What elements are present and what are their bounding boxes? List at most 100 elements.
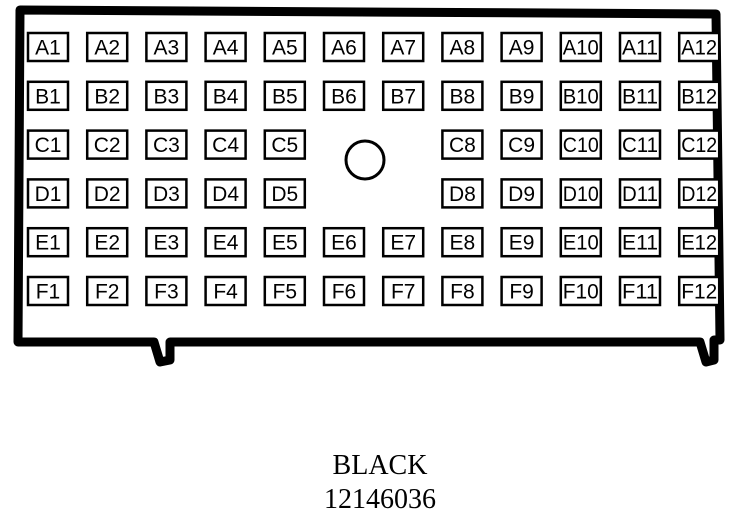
pin-box <box>500 80 543 112</box>
pin-box <box>204 129 247 160</box>
pin-a7: A7 <box>381 31 425 63</box>
pin-box <box>618 31 662 63</box>
pin-e10: E10 <box>559 226 603 258</box>
pin-label: B11 <box>622 85 658 108</box>
pin-label: D12 <box>681 183 717 206</box>
pin-label: F9 <box>509 281 534 304</box>
pin-f2: F2 <box>85 275 129 307</box>
pin-label: C9 <box>508 134 535 157</box>
pin-c3: C3 <box>145 129 188 160</box>
pin-box <box>441 129 484 160</box>
pin-label: A1 <box>35 37 61 60</box>
pin-box <box>618 129 662 160</box>
pin-box <box>381 226 425 258</box>
pin-d8: D8 <box>441 178 484 209</box>
pin-c1: C1 <box>26 129 70 160</box>
pin-box <box>85 129 129 160</box>
pin-label: A5 <box>272 37 298 60</box>
pin-a9: A9 <box>500 31 543 63</box>
pin-label: A6 <box>331 37 357 60</box>
pin-box <box>441 31 484 63</box>
pin-label: E1 <box>35 232 61 255</box>
pin-label: B9 <box>509 85 535 108</box>
pin-box <box>204 226 247 258</box>
pin-box <box>381 31 425 63</box>
pin-c10: C10 <box>559 129 603 160</box>
pin-label: F7 <box>391 281 416 304</box>
pin-box <box>145 178 188 209</box>
pin-label: F12 <box>681 281 717 304</box>
pin-a1: A1 <box>26 31 70 63</box>
pin-e3: E3 <box>145 226 188 258</box>
pin-f4: F4 <box>204 275 247 307</box>
pin-box <box>85 178 129 209</box>
pin-b7: B7 <box>381 80 425 112</box>
pin-e4: E4 <box>204 226 247 258</box>
pin-label: D11 <box>622 183 658 206</box>
pin-b4: B4 <box>204 80 247 112</box>
pin-box <box>677 178 721 209</box>
pin-label: A3 <box>154 37 180 60</box>
pin-label: F8 <box>450 281 475 304</box>
pin-d10: D10 <box>559 178 603 209</box>
pin-label: B2 <box>94 85 120 108</box>
connector-color-label: BLACK <box>332 450 428 481</box>
pin-label: D9 <box>508 183 535 206</box>
pin-box <box>441 275 484 307</box>
pin-d3: D3 <box>145 178 188 209</box>
pin-label: F11 <box>622 281 658 304</box>
pin-label: B5 <box>272 85 298 108</box>
pin-e2: E2 <box>85 226 129 258</box>
pin-label: C1 <box>35 134 62 157</box>
pin-f3: F3 <box>145 275 188 307</box>
pin-box <box>618 226 662 258</box>
pin-box <box>381 80 425 112</box>
pin-label: B12 <box>681 85 717 108</box>
pin-box <box>145 31 188 63</box>
pin-box <box>559 275 603 307</box>
connector-housing-outline <box>13 5 725 367</box>
pin-box <box>26 31 70 63</box>
pin-f5: F5 <box>263 275 307 307</box>
pin-e11: E11 <box>618 226 662 258</box>
pin-label: E9 <box>509 232 535 255</box>
pin-label: C2 <box>94 134 121 157</box>
pin-label: F5 <box>273 281 298 304</box>
pin-label: C3 <box>153 134 180 157</box>
pin-box <box>559 129 603 160</box>
pin-box <box>677 226 721 258</box>
pin-box <box>263 129 307 160</box>
pin-box <box>204 178 247 209</box>
center-key-hole <box>344 139 386 181</box>
pin-box <box>26 226 70 258</box>
pin-label: E3 <box>154 232 180 255</box>
pin-label: D1 <box>35 183 62 206</box>
pin-a11: A11 <box>618 31 662 63</box>
pin-label: E12 <box>681 232 717 255</box>
pin-e9: E9 <box>500 226 543 258</box>
pin-label: D4 <box>212 183 239 206</box>
pin-d5: D5 <box>263 178 307 209</box>
pin-box <box>263 275 307 307</box>
pin-label: E8 <box>450 232 476 255</box>
pin-box <box>26 275 70 307</box>
pin-a12: A12 <box>677 31 721 63</box>
pin-box <box>145 80 188 112</box>
pin-label: B8 <box>450 85 476 108</box>
pin-label: B1 <box>35 85 61 108</box>
pin-box <box>677 80 721 112</box>
pin-d12: D12 <box>677 178 721 209</box>
pin-box <box>559 80 603 112</box>
pin-a10: A10 <box>559 31 603 63</box>
pin-label: E10 <box>563 232 599 255</box>
pin-b11: B11 <box>618 80 662 112</box>
pin-c5: C5 <box>263 129 307 160</box>
pin-label: C8 <box>449 134 476 157</box>
pin-label: A9 <box>509 37 535 60</box>
pin-box <box>263 226 307 258</box>
pin-box <box>26 80 70 112</box>
pin-e5: E5 <box>263 226 307 258</box>
pin-box <box>85 275 129 307</box>
pin-label: B7 <box>390 85 416 108</box>
